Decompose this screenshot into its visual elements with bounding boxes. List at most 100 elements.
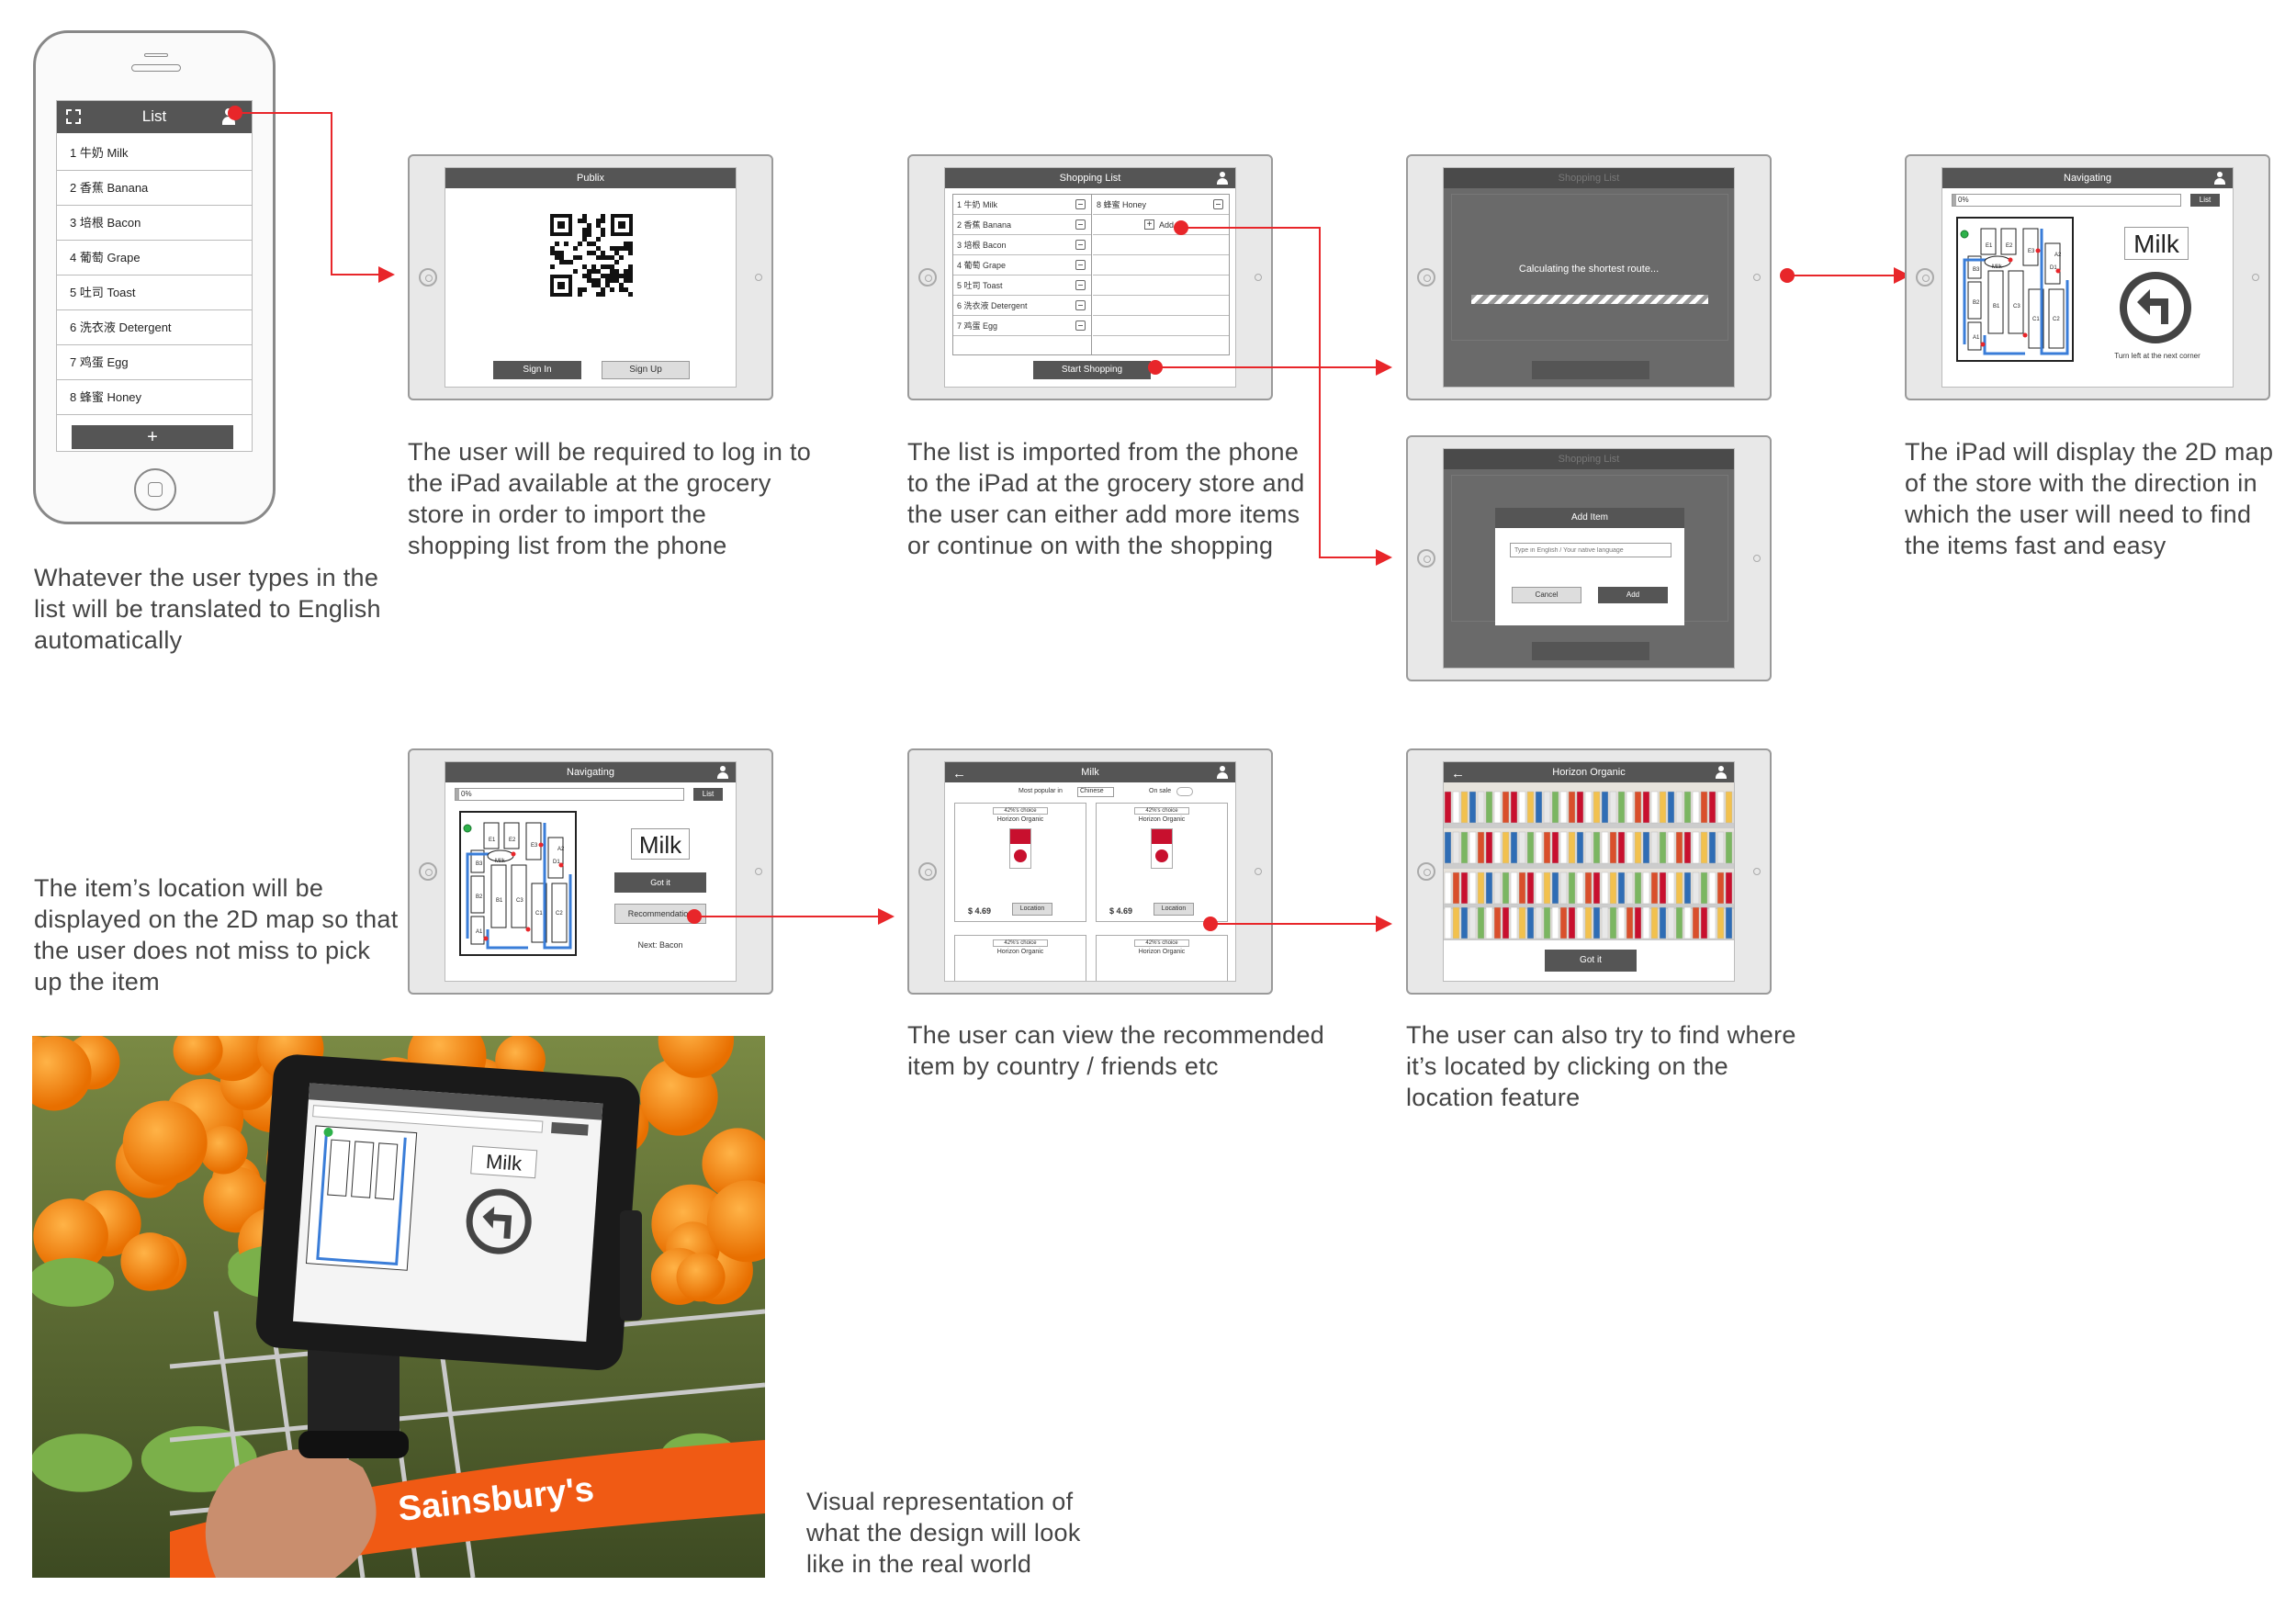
next-item-label: Next: Bacon [637, 940, 683, 950]
language-select[interactable]: Chinese [1077, 787, 1114, 797]
choice-badge: 42%'s choice [1134, 807, 1189, 815]
back-arrow-icon[interactable]: ← [1451, 766, 1465, 782]
on-sale-toggle[interactable] [1176, 787, 1193, 796]
add-icon[interactable]: + [1144, 219, 1154, 230]
user-icon[interactable] [2214, 172, 2225, 185]
brand-label: Horizon Organic [996, 816, 1044, 823]
user-icon[interactable] [1217, 172, 1228, 185]
ipad-calculating: Shopping List Calculating the shortest r… [1406, 154, 1772, 400]
remove-icon[interactable] [1213, 199, 1223, 209]
dimmed-list [1451, 194, 1728, 341]
user-icon[interactable] [717, 766, 728, 779]
phone-list-item[interactable]: 5 吐司 Toast [57, 276, 252, 310]
milk-header: ←Milk [945, 762, 1235, 782]
choice-badge: 42%'s choice [1134, 939, 1189, 947]
connector-line [1787, 275, 1896, 276]
location-button[interactable]: Location [1154, 903, 1194, 916]
product-card[interactable]: 42%'s choice Horizon Organic [1096, 935, 1228, 981]
ipad-screen: Shopping List Calculating the shortest r… [1443, 167, 1735, 388]
dimmed-title: Shopping List [1558, 454, 1620, 465]
caption-recommend: The user can view the recommended item b… [907, 1021, 1325, 1080]
choice-badge: 42%'s choice [993, 807, 1048, 815]
map-label: E2 [2006, 243, 2013, 249]
sign-up-button[interactable]: Sign Up [602, 361, 690, 379]
list-item[interactable]: 5 吐司 Toast [953, 276, 1091, 296]
cancel-button[interactable]: Cancel [1512, 587, 1581, 603]
phone-list-item[interactable]: 6 洗衣液 Detergent [57, 310, 252, 345]
list-item[interactable]: 7 鸡蛋 Egg [953, 316, 1091, 336]
start-shopping-button[interactable]: Start Shopping [1033, 361, 1151, 379]
phone-list-item[interactable]: 7 鸡蛋 Egg [57, 345, 252, 380]
list-item[interactable]: 2 香蕉 Banana [953, 215, 1091, 235]
list-item-label: 5 吐司 Toast [957, 281, 1003, 290]
shopping-list-title: Shopping List [1059, 173, 1121, 184]
ipad-camera [1753, 868, 1761, 875]
ipad-home-button[interactable] [1916, 268, 1934, 287]
ipad-screen: ←Milk Most popular in Chinese On sale 42… [944, 761, 1236, 982]
list-item[interactable]: 3 培根 Bacon [953, 235, 1091, 255]
remove-icon[interactable] [1075, 199, 1086, 209]
price-label: $ 4.69 [1109, 906, 1133, 916]
home-button[interactable] [134, 468, 176, 511]
on-sale-label: On sale [1149, 788, 1172, 794]
list-button[interactable]: List [693, 788, 723, 801]
dialog-title: Add Item [1570, 512, 1609, 523]
ipad-home-button[interactable] [1417, 549, 1435, 568]
connector-line [1319, 227, 1321, 558]
ipad-home-button[interactable] [918, 268, 937, 287]
product-card[interactable]: 42%'s choice Horizon Organic $ 4.69 Loca… [1096, 803, 1228, 922]
ipad-home-button[interactable] [1417, 268, 1435, 287]
map-label: A2 [557, 847, 565, 852]
scan-icon[interactable] [66, 109, 81, 124]
list-item[interactable]: 1 牛奶 Milk [953, 195, 1091, 215]
product-card[interactable]: 42%'s choice Horizon Organic [954, 935, 1086, 981]
caption-find: The user can also try to find where it’s… [1406, 1021, 1796, 1111]
list-item[interactable]: 8 蜂蜜 Honey [1093, 195, 1229, 215]
remove-icon[interactable] [1075, 280, 1086, 290]
recommendation-button[interactable]: Recommendation [614, 904, 706, 924]
list-item[interactable]: 6 洗衣液 Detergent [953, 296, 1091, 316]
phone-list-item[interactable]: 3 培根 Bacon [57, 206, 252, 241]
phone-speaker [144, 53, 168, 57]
phone-title: List [141, 107, 167, 125]
phone-list-item[interactable]: 4 葡萄 Grape [57, 241, 252, 276]
phone-list-item[interactable]: 8 蜂蜜 Honey [57, 380, 252, 415]
dimmed-start-button [1532, 642, 1649, 660]
phone-list-item[interactable]: 1 牛奶 Milk [57, 136, 252, 171]
map-label: B3 [476, 861, 483, 867]
progress-bar: 0% [1952, 194, 2181, 207]
add-item-button[interactable]: + [72, 425, 233, 449]
add-button[interactable]: Add [1598, 587, 1668, 603]
remove-icon[interactable] [1075, 240, 1086, 250]
ipad-camera [1753, 274, 1761, 281]
remove-icon[interactable] [1075, 260, 1086, 270]
remove-icon[interactable] [1075, 321, 1086, 331]
price-label: $ 4.69 [968, 906, 992, 916]
list-item[interactable]: 4 葡萄 Grape [953, 255, 1091, 276]
ipad-home-button[interactable] [419, 862, 437, 881]
user-icon[interactable] [1217, 766, 1228, 779]
user-icon[interactable] [1716, 766, 1727, 779]
list-button[interactable]: List [2190, 194, 2220, 207]
item-input[interactable] [1510, 543, 1671, 557]
connector-line [1319, 557, 1376, 558]
back-arrow-icon[interactable]: ← [952, 766, 966, 782]
sign-in-button[interactable]: Sign In [493, 361, 581, 379]
product-card[interactable]: 42%'s choice Horizon Organic $ 4.69 Loca… [954, 803, 1086, 922]
navigating-title: Navigating [2064, 173, 2111, 184]
map-label: B1 [1993, 304, 2000, 309]
remove-icon[interactable] [1075, 300, 1086, 310]
map-label: E1 [489, 838, 496, 843]
got-it-button[interactable]: Got it [1545, 950, 1637, 972]
ipad-home-button[interactable] [1417, 862, 1435, 881]
add-row[interactable]: + Add [1093, 215, 1229, 235]
location-button[interactable]: Location [1012, 903, 1052, 916]
connector-line [1210, 923, 1376, 925]
ipad-home-button[interactable] [419, 268, 437, 287]
got-it-button[interactable]: Got it [614, 872, 706, 893]
remove-icon[interactable] [1075, 219, 1086, 230]
ipad-home-button[interactable] [918, 862, 937, 881]
phone-list-item[interactable]: 2 香蕉 Banana [57, 171, 252, 206]
